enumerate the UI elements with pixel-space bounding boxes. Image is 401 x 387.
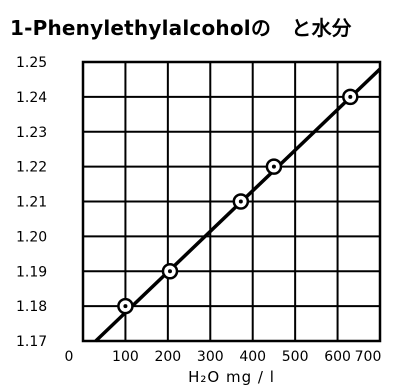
y-tick-label-6: 1.19	[16, 264, 47, 280]
x-tick-label-3: 300	[197, 349, 224, 365]
y-tick-label-1: 1.24	[16, 90, 47, 106]
y-tick-label-2: 1.23	[16, 125, 47, 141]
data-point-center-2	[238, 199, 243, 204]
x-tick-label-6: 600	[324, 349, 351, 365]
data-point-center-4	[348, 94, 353, 99]
data-point-center-0	[123, 304, 128, 309]
y-tick-label-5: 1.20	[16, 229, 47, 245]
x-tick-label-1: 100	[112, 349, 139, 365]
y-tick-label-8: 1.17	[16, 334, 47, 350]
data-point-center-1	[167, 269, 172, 274]
data-point-center-3	[271, 164, 276, 169]
x-tick-label-5: 500	[282, 349, 309, 365]
grid-layer	[83, 62, 380, 341]
x-tick-label-7: 700	[355, 349, 382, 365]
y-tick-label-4: 1.21	[16, 195, 47, 211]
x-tick-label-2: 200	[154, 349, 181, 365]
y-axis-ticks: 1.25 1.24 1.23 1.22 1.21 1.20 1.19 1.18 1.17	[16, 55, 47, 350]
x-axis-label: H₂O mg / l	[188, 368, 275, 386]
x-tick-label-4: 400	[239, 349, 266, 365]
chart-title: 1-Phenylethylalcoholの と水分	[10, 16, 352, 40]
y-tick-label-7: 1.18	[16, 299, 47, 315]
x-tick-label-0: 0	[65, 349, 74, 365]
plot-frame	[81, 60, 382, 343]
y-tick-label-3: 1.22	[16, 160, 47, 176]
data-points	[117, 88, 359, 315]
y-tick-label-0: 1.25	[16, 55, 47, 71]
